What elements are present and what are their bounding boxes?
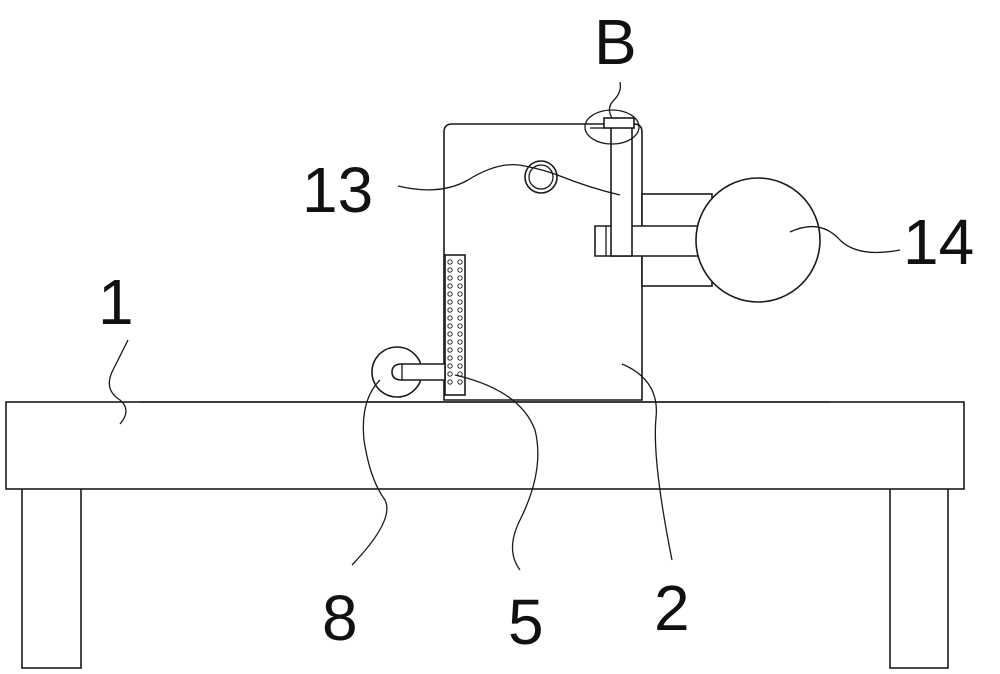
rack-tooth — [457, 267, 463, 273]
label-2: 2 — [654, 572, 690, 644]
leader-13 — [397, 163, 621, 196]
table-leg-right — [889, 487, 949, 669]
table-top — [5, 401, 965, 490]
rack-tooth — [447, 355, 453, 361]
rack-tooth — [457, 355, 463, 361]
leader-b — [608, 81, 622, 119]
label-b: B — [594, 6, 637, 78]
rack-tooth — [457, 307, 463, 313]
bar-top-cap — [603, 117, 635, 129]
leader-1 — [108, 339, 129, 425]
rack-tooth — [447, 371, 453, 377]
label-14: 14 — [903, 206, 974, 278]
wheel-axle — [391, 363, 446, 381]
rack-tooth — [447, 379, 453, 385]
rack-tooth — [447, 307, 453, 313]
rack-tooth — [457, 363, 463, 369]
leader-14 — [789, 225, 901, 254]
rack-tooth — [447, 259, 453, 265]
table-leg-left — [21, 487, 82, 669]
rack-tooth — [447, 339, 453, 345]
rack-tooth — [447, 363, 453, 369]
rack-tooth — [457, 291, 463, 297]
rack-tooth — [457, 299, 463, 305]
rack-tooth — [447, 283, 453, 289]
label-1: 1 — [98, 266, 134, 338]
rack-tooth — [457, 339, 463, 345]
rack-tooth — [457, 275, 463, 281]
label-5: 5 — [508, 586, 544, 658]
rack-tooth — [457, 315, 463, 321]
rack-tooth — [447, 267, 453, 273]
rack-tooth — [457, 331, 463, 337]
rack-tooth — [457, 347, 463, 353]
rack-tooth — [457, 379, 463, 385]
ball — [695, 177, 821, 303]
rack-tooth — [457, 283, 463, 289]
leader-5 — [454, 374, 539, 571]
rack-tooth — [447, 331, 453, 337]
detail-circle-b — [584, 109, 640, 145]
rack-tooth — [447, 315, 453, 321]
leader-2 — [621, 363, 673, 561]
rack-tooth — [447, 299, 453, 305]
rack-tooth — [447, 347, 453, 353]
leader-8 — [351, 379, 388, 566]
label-8: 8 — [322, 582, 358, 654]
roller-inner — [528, 164, 554, 190]
label-13: 13 — [302, 154, 373, 226]
rack-tooth — [447, 323, 453, 329]
rack-tooth — [457, 323, 463, 329]
rack-tooth — [457, 259, 463, 265]
rack-tooth — [447, 291, 453, 297]
rack-tooth — [447, 275, 453, 281]
rack-teeth — [447, 259, 463, 385]
roller-outer — [524, 160, 558, 194]
